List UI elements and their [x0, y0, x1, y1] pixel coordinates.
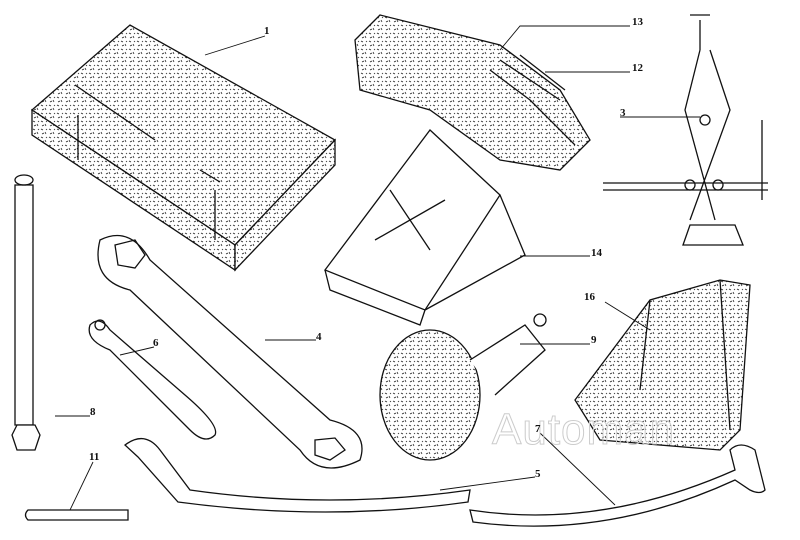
lug-wrench [469, 444, 766, 527]
spanner [88, 319, 217, 440]
callout-7: 7 [535, 423, 541, 435]
leader-lines [55, 25, 700, 511]
callout-14: 14 [591, 247, 602, 259]
callout-6: 6 [153, 337, 159, 349]
pump-handle [379, 313, 547, 461]
callout-5: 5 [535, 468, 541, 480]
wheel-wrench [97, 234, 363, 469]
callout-4: 4 [316, 331, 322, 343]
watermark: Automan [491, 405, 676, 455]
jack-bag [354, 14, 591, 171]
pin [24, 509, 129, 521]
callout-9: 9 [591, 334, 597, 346]
crank-wrench [123, 438, 471, 513]
tube-wrench [11, 174, 41, 451]
callout-13: 13 [632, 16, 643, 28]
callout-1: 1 [264, 25, 270, 37]
callout-3: 3 [620, 107, 626, 119]
callout-16: 16 [584, 291, 595, 303]
callout-11: 11 [89, 451, 100, 463]
wrench-bag [574, 279, 751, 451]
callout-8: 8 [90, 406, 96, 418]
scissor-jack [603, 14, 768, 246]
callout-12: 12 [632, 62, 643, 74]
wheel-chock [323, 129, 526, 326]
tool-bag [30, 24, 337, 272]
